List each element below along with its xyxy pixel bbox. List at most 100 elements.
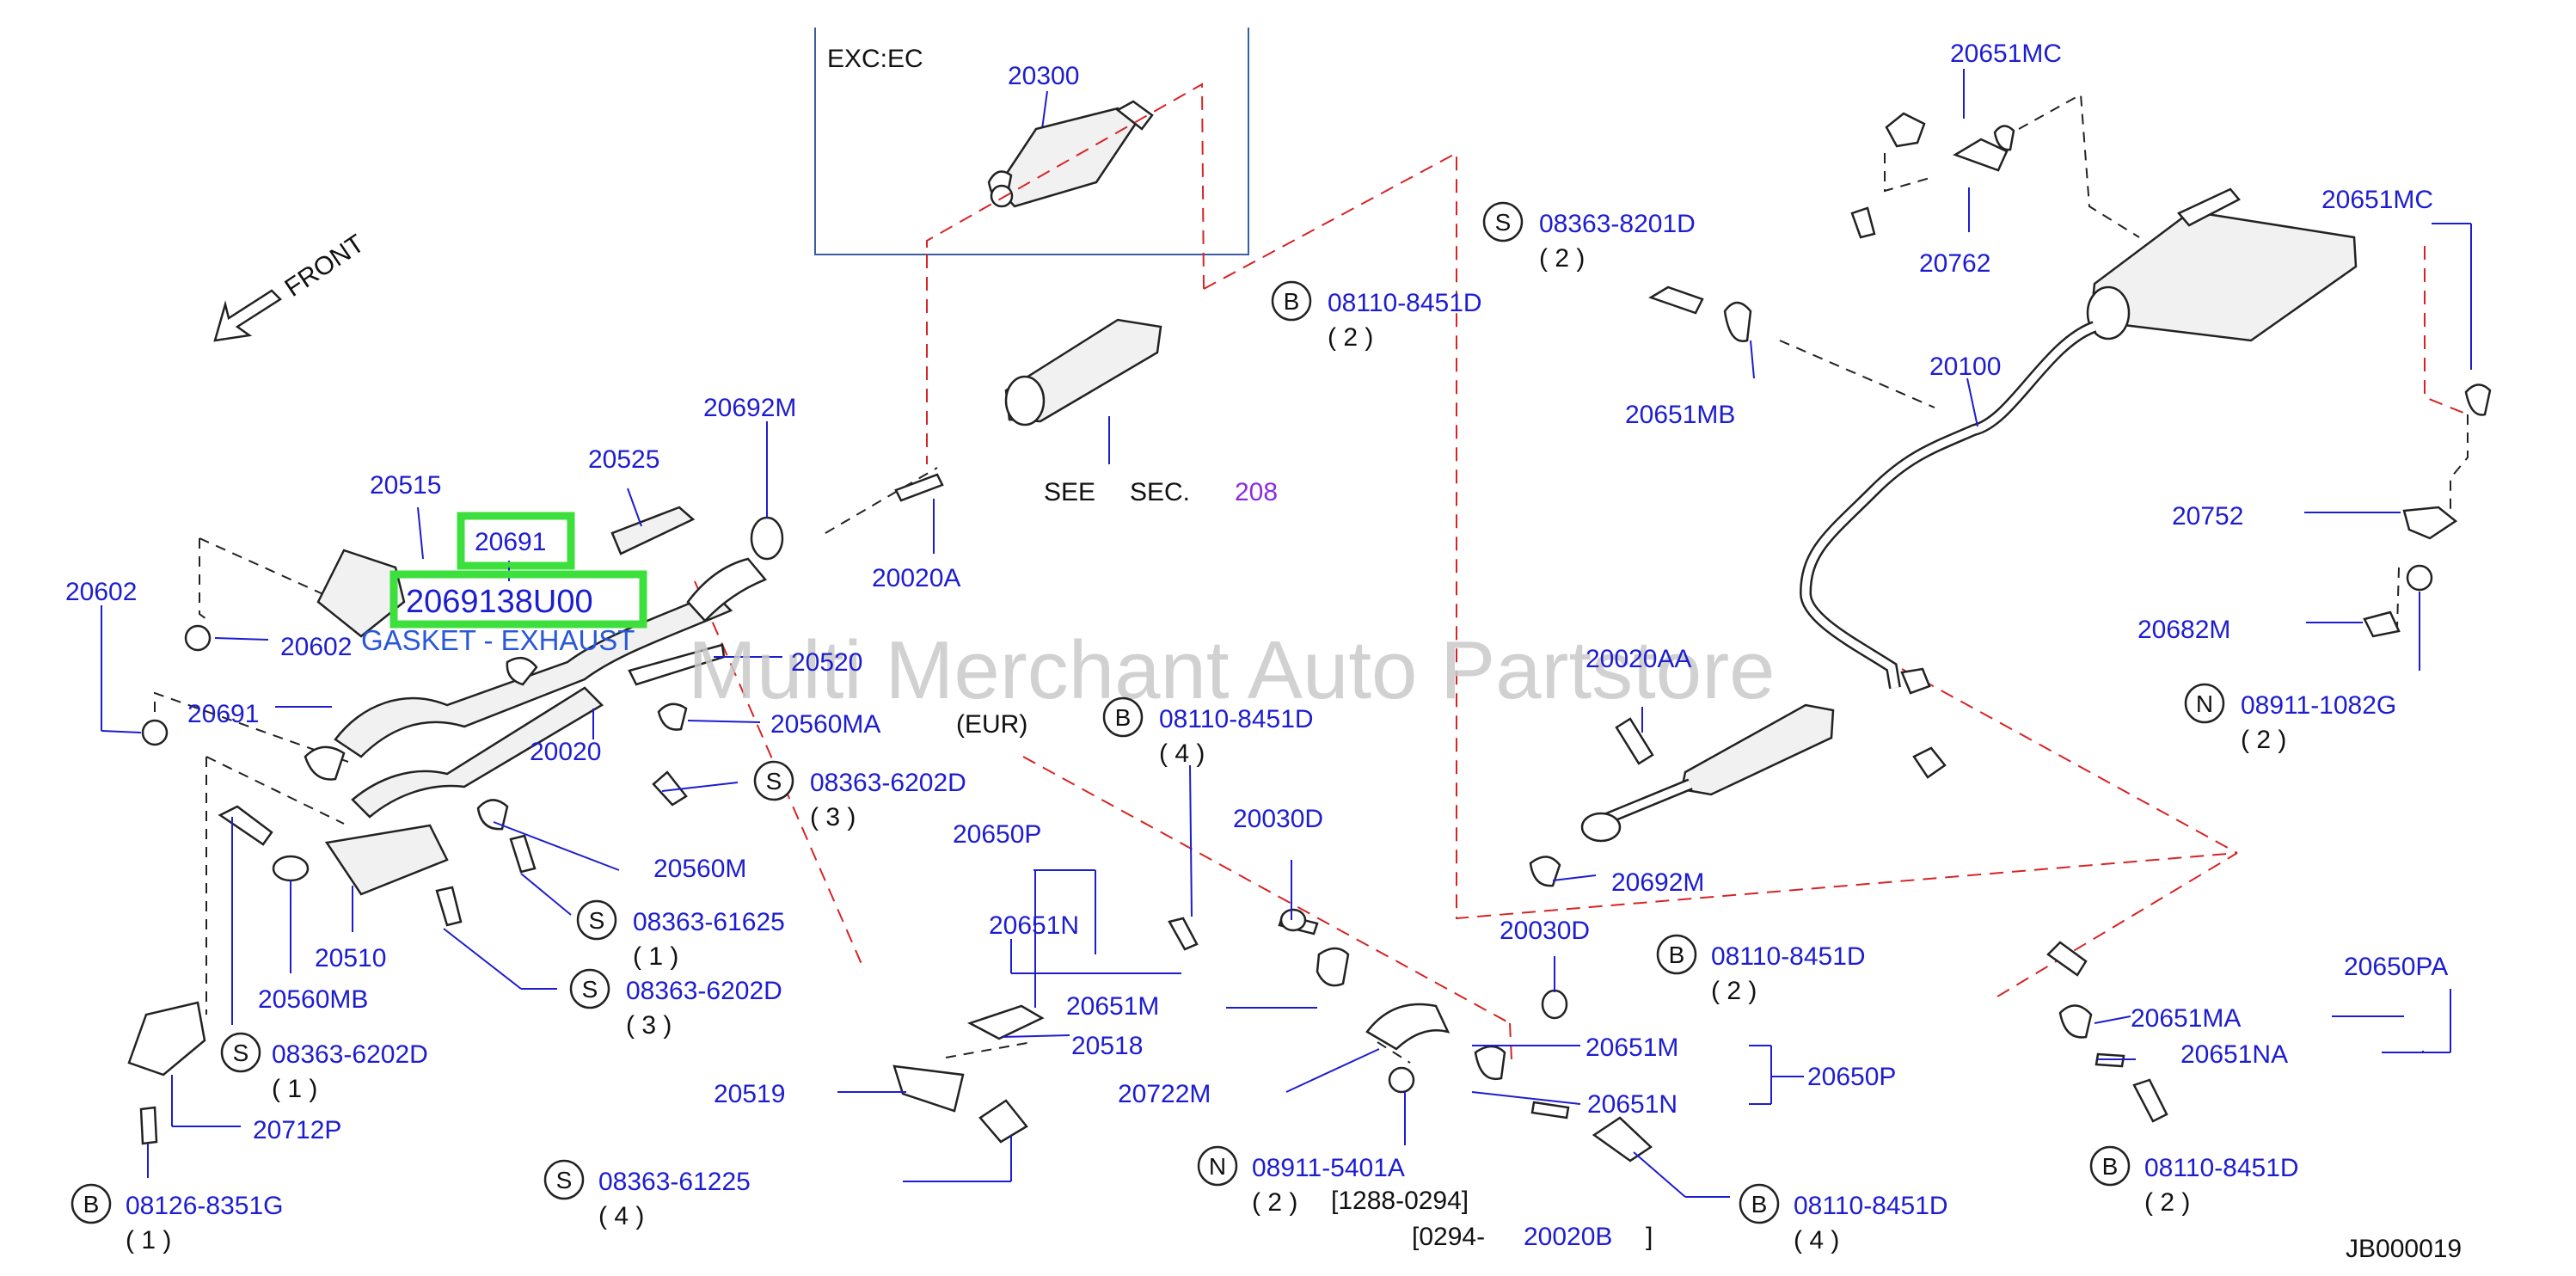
callout-c13[interactable]: B 08110-8451D ( 4 ): [1739, 1183, 1948, 1255]
callout-c6[interactable]: S 08363-61625 ( 1 ): [576, 899, 785, 971]
part-label-20510[interactable]: 20510: [315, 944, 386, 972]
callout-letter: N: [1209, 1153, 1226, 1180]
front-pipe-assembly[interactable]: [304, 549, 768, 896]
part-label-20020a[interactable]: 20020A: [872, 564, 960, 592]
callout-code: 08110-8451D: [1159, 705, 1314, 733]
main-catalyst-part[interactable]: [1004, 318, 1162, 426]
part-label-20691-left[interactable]: 20691: [187, 700, 259, 728]
callout-letter: N: [2196, 690, 2213, 717]
callout-letter: B: [83, 1191, 100, 1218]
part-label-20515[interactable]: 20515: [370, 471, 441, 500]
part-label-20602-mid[interactable]: 20602: [280, 633, 352, 661]
catalytic-converter-inset-part[interactable]: [987, 100, 1154, 208]
callout-letter: S: [582, 976, 598, 1003]
part-label-20651mc-right[interactable]: 20651MC: [2321, 186, 2433, 214]
part-label-20300[interactable]: 20300: [1008, 62, 1079, 90]
see-sec-number[interactable]: 208: [1235, 478, 1278, 506]
part-label-20651m-b[interactable]: 20651M: [1585, 1034, 1678, 1062]
callout-code: 08363-61625: [633, 908, 785, 936]
bracket-20712p[interactable]: [127, 1001, 206, 1077]
callout-qty: ( 4 ): [1794, 1226, 1839, 1255]
part-label-20692m-bot[interactable]: 20692M: [1611, 868, 1704, 897]
part-label-20682m[interactable]: 20682M: [2137, 616, 2230, 644]
part-label-20030d-b[interactable]: 20030D: [1500, 917, 1590, 945]
clamp-20560m[interactable]: [476, 799, 509, 831]
callout-code: 08110-8451D: [1711, 942, 1866, 971]
part-label-20020aa[interactable]: 20020AA: [1585, 645, 1691, 673]
callout-c4[interactable]: B 08110-8451D ( 4 ): [1102, 696, 1314, 768]
callout-qty: ( 1 ): [633, 942, 678, 971]
part-label-20030d-a[interactable]: 20030D: [1233, 805, 1323, 833]
part-label-20560m[interactable]: 20560M: [653, 855, 746, 883]
part-label-20560ma[interactable]: 20560MA: [770, 710, 880, 739]
part-label-20651n-b[interactable]: 20651N: [1587, 1090, 1677, 1119]
part-label-20520[interactable]: 20520: [791, 648, 862, 677]
watermark: Multi Merchant Auto Partstore: [688, 624, 1776, 716]
front-arrow: FRONT: [213, 230, 370, 342]
part-label-20651mb[interactable]: 20651MB: [1625, 401, 1735, 429]
part-label-20712p[interactable]: 20712P: [253, 1116, 341, 1144]
section-notes: SEE SEC. 208 (EUR) [1288-0294] [0294- ] …: [956, 478, 2462, 1263]
part-label-20602-left[interactable]: 20602: [65, 578, 137, 606]
part-label-20020b[interactable]: 20020B: [1524, 1223, 1612, 1251]
selected-part-number[interactable]: 2069138U00: [406, 584, 593, 620]
part-label-20722m[interactable]: 20722M: [1118, 1080, 1211, 1108]
callout-c2[interactable]: B 08110-8451D ( 2 ): [1271, 280, 1482, 352]
callout-qty: ( 3 ): [810, 803, 856, 831]
see-label: SEE: [1044, 478, 1095, 506]
part-label-20752[interactable]: 20752: [2172, 502, 2243, 531]
exc-label: EXC:EC: [827, 45, 923, 73]
part-label-20762[interactable]: 20762: [1919, 249, 1990, 278]
part-label-20650pa[interactable]: 20650PA: [2344, 953, 2448, 981]
part-label-20651na[interactable]: 20651NA: [2180, 1040, 2288, 1069]
part-label-20692m-top[interactable]: 20692M: [703, 394, 796, 422]
exc-ec-inset: EXC:EC 20300: [814, 28, 1249, 290]
gasket-20692m-top[interactable]: [750, 516, 784, 561]
part-label-20100[interactable]: 20100: [1929, 353, 2001, 381]
part-label-20020[interactable]: 20020: [530, 738, 601, 766]
part-label-20560mb[interactable]: 20560MB: [258, 985, 368, 1014]
callout-c5[interactable]: S 08363-6202D ( 3 ): [753, 760, 966, 831]
leader-lines: [101, 69, 2472, 1198]
part-label-20651m-a[interactable]: 20651M: [1066, 992, 1159, 1021]
callout-code: 08110-8451D: [2144, 1154, 2299, 1182]
part-label-20651mc-top[interactable]: 20651MC: [1950, 40, 2062, 68]
callout-c9[interactable]: B 08126-8351G ( 1 ): [71, 1183, 284, 1255]
part-label-20650p-bot[interactable]: 20650P: [1807, 1063, 1896, 1091]
callout-qty: ( 2 ): [1252, 1188, 1297, 1217]
callout-qty: ( 2 ): [1328, 323, 1373, 352]
clamp-20560mb[interactable]: [272, 855, 310, 882]
hangers-rear[interactable]: [1529, 112, 2492, 1123]
callout-code: 08911-1082G: [2241, 691, 2396, 720]
eur-label: (EUR): [956, 710, 1027, 739]
center-mount-parts[interactable]: [892, 908, 1653, 1163]
front-label: FRONT: [279, 230, 369, 303]
stud-20020a[interactable]: [894, 473, 944, 502]
part-label-20651ma[interactable]: 20651MA: [2131, 1004, 2241, 1033]
callout-qty: ( 2 ): [1711, 977, 1757, 1005]
highlight-box-part-number: [389, 570, 647, 629]
callout-qty: ( 2 ): [2241, 726, 2286, 754]
part-label-20525[interactable]: 20525: [588, 445, 659, 474]
callout-c14[interactable]: B 08110-8451D ( 2 ): [2089, 1145, 2299, 1217]
selected-part-code[interactable]: 20691: [475, 528, 546, 556]
part-label-20651n-a[interactable]: 20651N: [989, 911, 1079, 940]
heat-shield-20525[interactable]: [610, 506, 696, 555]
selected-part-highlight[interactable]: 20691 2069138U00 GASKET - EXHAUST: [361, 512, 647, 656]
callout-c7[interactable]: S 08363-6202D ( 3 ): [569, 968, 782, 1040]
callout-letter: S: [1495, 209, 1512, 236]
callout-c11[interactable]: N 08911-5401A ( 2 ): [1197, 1145, 1405, 1217]
part-label-20518[interactable]: 20518: [1071, 1032, 1143, 1060]
clamp-20560ma[interactable]: [657, 702, 688, 731]
bolts-left[interactable]: [139, 624, 688, 1145]
muffler-assembly-20100[interactable]: [1580, 187, 2358, 843]
callout-c1[interactable]: S 08363-8201D ( 2 ): [1482, 201, 1696, 273]
callout-letter: S: [766, 768, 782, 794]
callout-c12[interactable]: B 08110-8451D ( 2 ): [1656, 934, 1866, 1005]
part-label-20519[interactable]: 20519: [714, 1080, 785, 1108]
callout-c10[interactable]: S 08363-61225 ( 4 ): [543, 1159, 751, 1230]
callout-c3[interactable]: N 08911-1082G ( 2 ): [2184, 683, 2396, 754]
callout-c8[interactable]: S 08363-6202D ( 1 ): [220, 1032, 428, 1103]
part-label-20650p-top[interactable]: 20650P: [953, 820, 1041, 849]
